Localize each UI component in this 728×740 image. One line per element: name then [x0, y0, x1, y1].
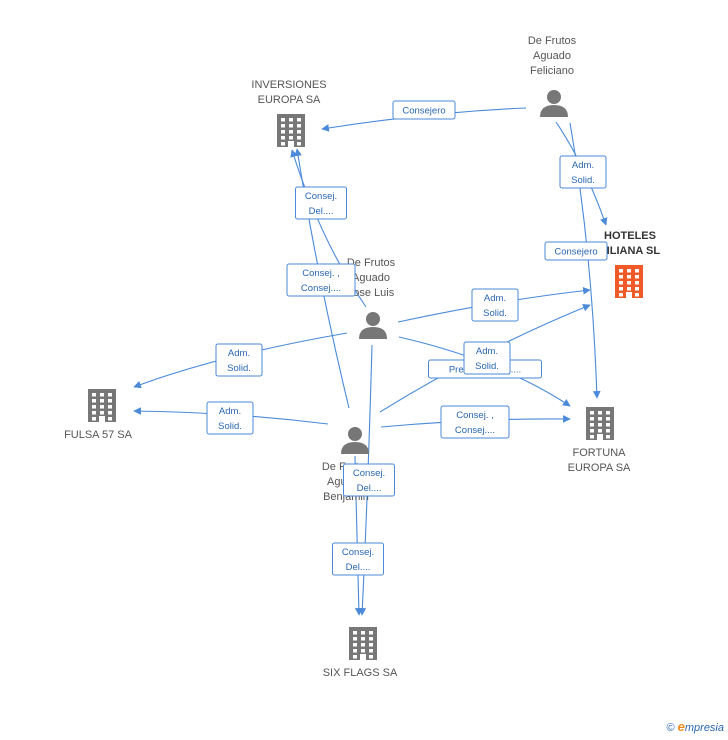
edge-label-box: [544, 241, 608, 261]
node-label: SIX FLAGS SA: [323, 667, 398, 679]
edge-label-text: Consej....: [455, 425, 495, 436]
edge-label-e13[interactable]: Consej. Del....: [332, 542, 384, 576]
node-label-line: FULSA 57 SA: [64, 429, 133, 441]
building-icon: [88, 389, 116, 422]
brand-name: mpresia: [684, 722, 724, 734]
edge-labels-layer: ConsejeroAdm.Solid.ConsejeroConsej.Del..…: [206, 100, 608, 576]
building-icon: [349, 627, 377, 660]
edge-label-e6[interactable]: Adm. Solid.: [471, 288, 519, 322]
edge-label-e5[interactable]: Consej. , Consej....: [286, 263, 356, 297]
node-label: FULSA 57 SA: [64, 429, 133, 441]
node-label-line: Aguado: [352, 272, 390, 284]
brand-footer[interactable]: ©empresia: [667, 719, 724, 734]
edge-label-e11[interactable]: Consej. , Consej....: [440, 405, 510, 439]
node-label-line: FORTUNA: [573, 447, 627, 459]
node-sixflags[interactable]: SIX FLAGS SA: [323, 627, 398, 679]
node-label-line: EUROPA SA: [258, 94, 321, 106]
edge-label-text: Adm.: [476, 346, 498, 357]
node-label-line: SIX FLAGS SA: [323, 667, 398, 679]
edge-label-e4[interactable]: Consej. Del....: [295, 186, 347, 220]
person-icon: [359, 312, 387, 339]
node-hoteles[interactable]: HOTELES LILIANA SL: [600, 230, 660, 298]
edge-label-box: [343, 463, 395, 497]
edge-label-text: Del....: [309, 206, 334, 217]
node-label-line: De Frutos: [347, 257, 396, 269]
edge-label-box: [286, 263, 356, 297]
edge-label-e2[interactable]: Adm. Solid.: [559, 155, 607, 189]
edge-label-text: Consej....: [301, 283, 341, 294]
empresia-logo-icon: e: [677, 719, 685, 734]
edge-label-box: [295, 186, 347, 220]
edge-label-e3[interactable]: Consejero: [544, 241, 608, 261]
edge-label-e9[interactable]: Adm. Solid.: [463, 341, 511, 375]
node-inversiones[interactable]: INVERSIONES EUROPA SA: [251, 79, 327, 147]
edge-label-box: [463, 341, 511, 375]
node-label: HOTELES LILIANA SL: [600, 230, 660, 257]
edge-label-text: Consej. ,: [302, 268, 340, 279]
edge-label-text: Del....: [357, 483, 382, 494]
edge-label-text: Consej.: [342, 547, 374, 558]
node-label-line: De Frutos: [528, 35, 577, 47]
edge-label-text: Solid.: [483, 308, 507, 319]
edge-label-e10[interactable]: Adm. Solid.: [206, 401, 254, 435]
edge-label-text: Adm.: [219, 406, 241, 417]
edge-label-text: Adm.: [228, 348, 250, 359]
node-label-line: HOTELES: [604, 230, 656, 242]
node-label-line: LILIANA SL: [600, 245, 660, 257]
edge-label-text: Consej.: [305, 191, 337, 202]
edge-label-box: [559, 155, 607, 189]
node-label-line: Aguado: [533, 50, 571, 62]
edge-label-text: Adm.: [572, 160, 594, 171]
building-icon: [615, 265, 643, 298]
edge-label-e12[interactable]: Consej. Del....: [343, 463, 395, 497]
edge-label-text: Adm.: [484, 293, 506, 304]
edge-label-text: Solid.: [475, 361, 499, 372]
edge-label-box: [392, 100, 456, 120]
node-fulsa[interactable]: FULSA 57 SA: [64, 389, 133, 441]
edge-label-text: Solid.: [571, 175, 595, 186]
building-icon: [277, 114, 305, 147]
person-icon: [341, 427, 369, 454]
building-icon: [586, 407, 614, 440]
edge-label-box: [215, 343, 263, 377]
edge-label-box: [471, 288, 519, 322]
edge-label-text: Solid.: [227, 363, 251, 374]
copyright-symbol: ©: [666, 722, 675, 734]
node-label: FORTUNA EUROPA SA: [568, 447, 631, 474]
edge-label-text: Solid.: [218, 421, 242, 432]
edge-label-e1[interactable]: Consejero: [392, 100, 456, 120]
node-label-line: EUROPA SA: [568, 462, 631, 474]
edge-label-text: Consej.: [353, 468, 385, 479]
node-label-line: INVERSIONES: [251, 79, 326, 91]
edge-label-box: [332, 542, 384, 576]
edge-label-text: Consejero: [402, 106, 445, 117]
node-label: INVERSIONES EUROPA SA: [251, 79, 326, 106]
edge-label-e7[interactable]: Adm. Solid.: [215, 343, 263, 377]
edge-label-box: [440, 405, 510, 439]
node-label-line: Feliciano: [530, 65, 574, 77]
person-icon: [540, 90, 568, 117]
node-label-line: Jose Luis: [348, 287, 395, 299]
edge-label-text: Consejero: [554, 247, 597, 258]
edge-label-box: [206, 401, 254, 435]
edge-label-text: Consej. ,: [456, 410, 494, 421]
edge-label-text: Del....: [346, 562, 371, 573]
node-fortuna[interactable]: FORTUNA EUROPA SA: [568, 407, 631, 474]
